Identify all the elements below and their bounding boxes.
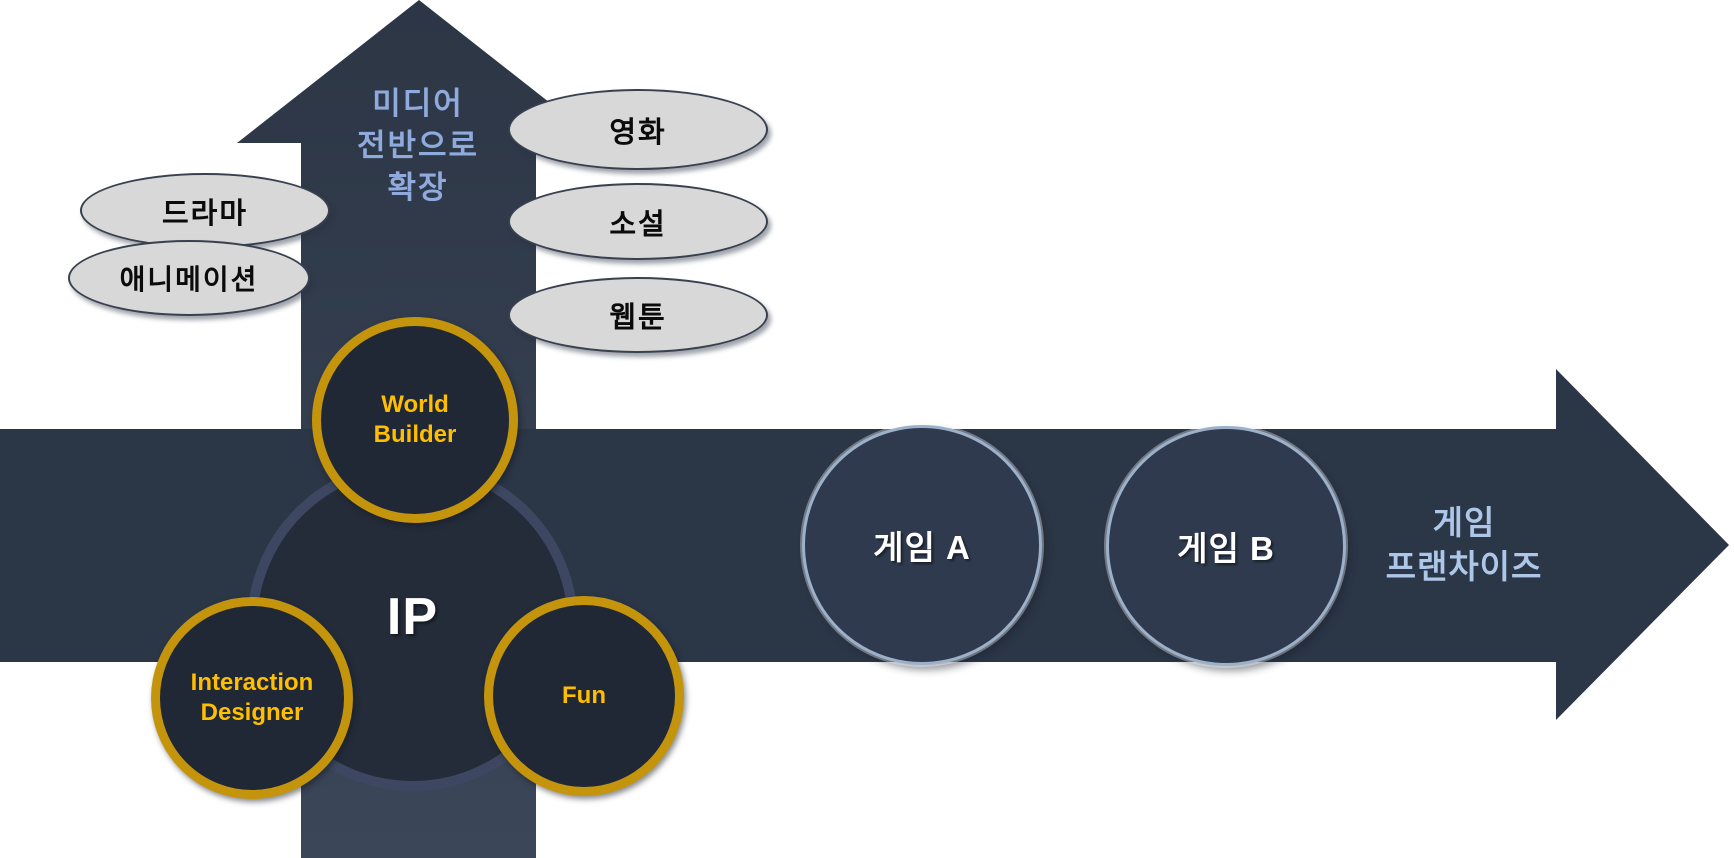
webtoon-ellipse: 웹툰	[508, 277, 768, 353]
interaction-designer-circle: Interaction Designer	[151, 597, 353, 799]
novel-ellipse: 소설	[508, 183, 768, 260]
fun-circle: Fun	[484, 596, 684, 796]
drama-ellipse: 드라마	[80, 173, 330, 248]
game-franchise-label: 게임 프랜차이즈	[1385, 504, 1543, 585]
game-a-circle: 게임 A	[802, 425, 1042, 665]
game-b-circle: 게임 B	[1106, 426, 1346, 666]
ip-core-label: IP	[386, 587, 439, 646]
movie-ellipse: 영화	[508, 89, 768, 170]
media-expansion-label: 미디어 전반으로 확장	[356, 86, 480, 205]
world-builder-circle: World Builder	[312, 317, 518, 523]
animation-ellipse: 애니메이션	[68, 240, 310, 316]
